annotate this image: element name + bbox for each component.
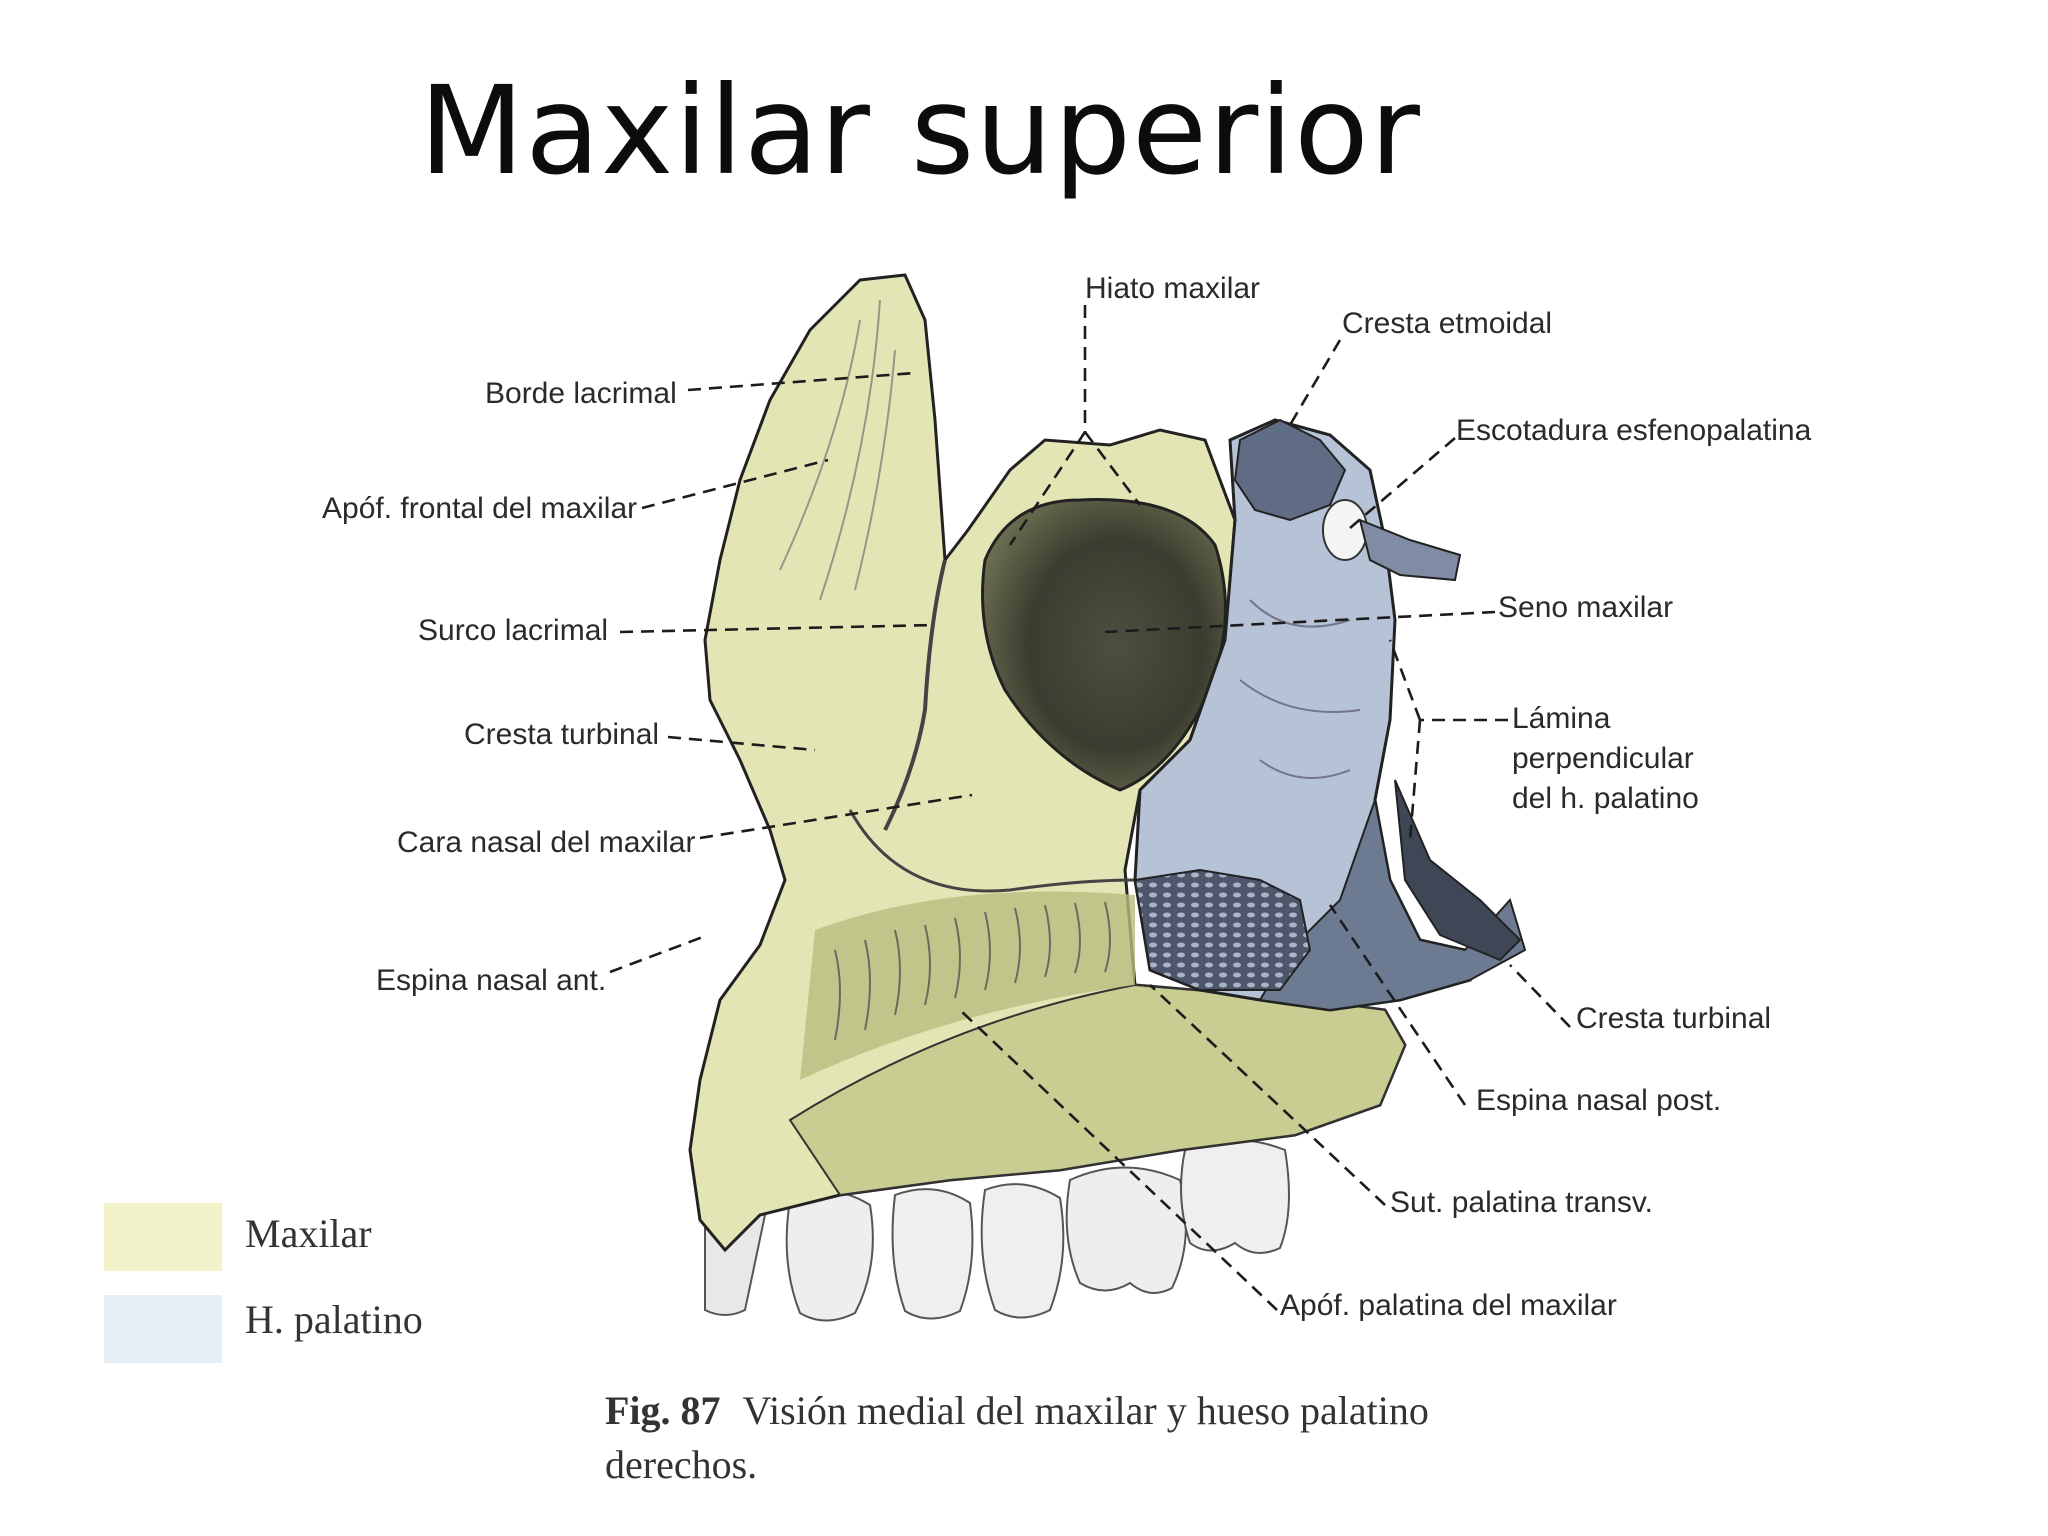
tooth-4 [980,1183,1065,1319]
figure-number: Fig. 87 [605,1388,721,1433]
label-apof-frontal: Apóf. frontal del maxilar [322,492,637,525]
palatal-process [788,983,1407,1197]
tooth-3 [891,1188,974,1320]
label-espina-nasal-ant: Espina nasal ant. [376,964,606,997]
label-lamina-line3: del h. palatino [1512,782,1699,815]
label-surco-lacrimal: Surco lacrimal [418,614,608,647]
caption-line2: derechos. [605,1442,758,1487]
tooth-5 [1065,1166,1187,1294]
maxilar-bone [688,273,1407,1253]
legend-label-palatino: H. palatino [245,1297,423,1342]
tooth-2 [785,1190,874,1322]
label-hiato-maxilar: Hiato maxilar [1085,272,1260,305]
label-cresta-turbinal-right: Cresta turbinal [1576,1002,1771,1035]
rough-surface [800,891,1135,1080]
orbital-process [1233,418,1347,522]
posterior-spine [1394,779,1522,962]
label-sut-palatina: Sut. palatina transv. [1390,1186,1653,1219]
page-title: Maxilar superior [419,60,1421,202]
label-apof-palatina: Apóf. palatina del maxilar [1280,1289,1617,1322]
label-lamina-line1: Lámina [1512,702,1611,735]
tooth-6 [1180,1139,1290,1254]
label-espina-nasal-post: Espina nasal post. [1476,1084,1721,1117]
lacrimal-groove [883,559,947,831]
teeth-group [704,1139,1290,1322]
label-cresta-turbinal-left: Cresta turbinal [464,718,659,751]
label-escotadura: Escotadura esfenopalatina [1456,414,1812,447]
labels: Borde lacrimal Apóf. frontal del maxilar… [322,272,1812,1322]
sphenopalatine-notch [1322,499,1368,561]
palatino-bone [1133,418,1527,1012]
figure-caption: Fig. 87 Visión medial del maxilar y hueso… [605,1384,1485,1492]
legend-label-maxilar: Maxilar [245,1211,372,1256]
sphenoidal-process [1358,518,1462,582]
label-lamina-line2: perpendicular [1512,742,1694,775]
legend-swatch-palatino [104,1295,222,1363]
caption-line1: Visión medial del maxilar y hueso palati… [742,1388,1429,1433]
label-cara-nasal: Cara nasal del maxilar [397,826,695,859]
label-seno-maxilar: Seno maxilar [1498,591,1673,624]
label-cresta-etmoidal: Cresta etmoidal [1342,307,1552,340]
spongy-bone [1133,868,1312,991]
legend-swatch-maxilar [104,1203,222,1271]
leader-lines [609,305,1571,1311]
label-borde-lacrimal: Borde lacrimal [485,377,677,410]
